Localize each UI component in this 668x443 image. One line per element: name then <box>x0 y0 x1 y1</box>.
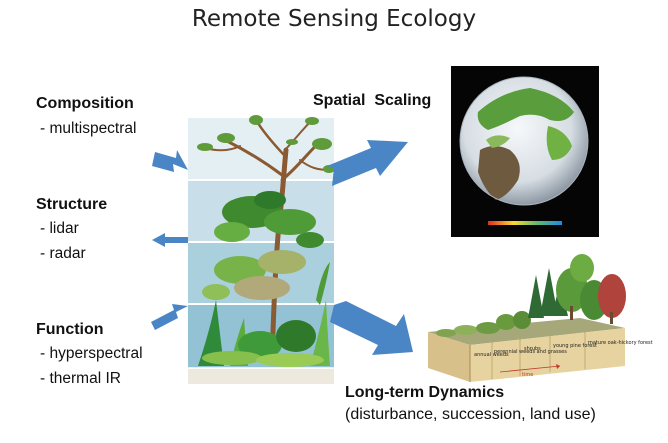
function-item-hyperspectral: - hyperspectral <box>40 345 143 362</box>
spatial-scaling-heading: Spatial Scaling <box>313 92 432 109</box>
structure-item-lidar: - lidar <box>40 220 79 237</box>
succession-landscape: annual weeds perennial weeds and grasses… <box>428 254 653 382</box>
stage-label-mature-forest: mature oak-hickory forest <box>588 340 653 346</box>
subcanopy-foliage <box>214 191 324 248</box>
diagram-title: Remote Sensing Ecology <box>191 6 477 32</box>
arrow-function <box>151 304 188 330</box>
north-america <box>478 146 520 200</box>
canopy-leaves <box>197 115 335 173</box>
long-term-dynamics-heading: Long-term Dynamics <box>345 384 505 401</box>
understory-foliage <box>202 250 330 305</box>
terrain-side <box>470 328 625 382</box>
stage-label-shrubs: shrubs <box>524 346 541 352</box>
function-heading: Function <box>36 321 104 338</box>
color-scale-bar <box>488 221 562 225</box>
terrain-top <box>428 318 625 345</box>
structure-item-radar: - radar <box>40 245 86 262</box>
forest-layers-panel <box>188 115 335 384</box>
globe-panel <box>451 66 599 237</box>
arrows <box>151 140 413 355</box>
shrubs <box>496 311 531 330</box>
arrow-structure <box>152 233 188 247</box>
ground-vegetation <box>198 300 330 367</box>
arrow-long-term-dynamics <box>330 301 413 355</box>
stage-label-annual-weeds: annual weeds <box>474 352 509 358</box>
time-label: time <box>522 372 533 378</box>
soil-base <box>188 368 334 384</box>
stage-label-young-pine: young pine forest <box>553 343 597 349</box>
arrow-composition <box>152 150 188 172</box>
function-item-thermal-ir: - thermal IR <box>40 370 121 387</box>
composition-item: - multispectral <box>40 120 137 137</box>
terrain-front <box>428 332 470 382</box>
arrow-spatial-scaling <box>327 140 408 186</box>
long-term-dynamics-subtitle: (disturbance, succession, land use) <box>345 406 596 423</box>
stage-label-perennial: perennial weeds and grasses <box>494 349 567 355</box>
greening-area-north <box>477 88 574 130</box>
composition-heading: Composition <box>36 95 134 112</box>
grasses <box>436 322 500 337</box>
greening-area-east <box>546 126 572 160</box>
oak-hickory-trees <box>556 254 626 324</box>
structure-heading: Structure <box>36 196 108 213</box>
